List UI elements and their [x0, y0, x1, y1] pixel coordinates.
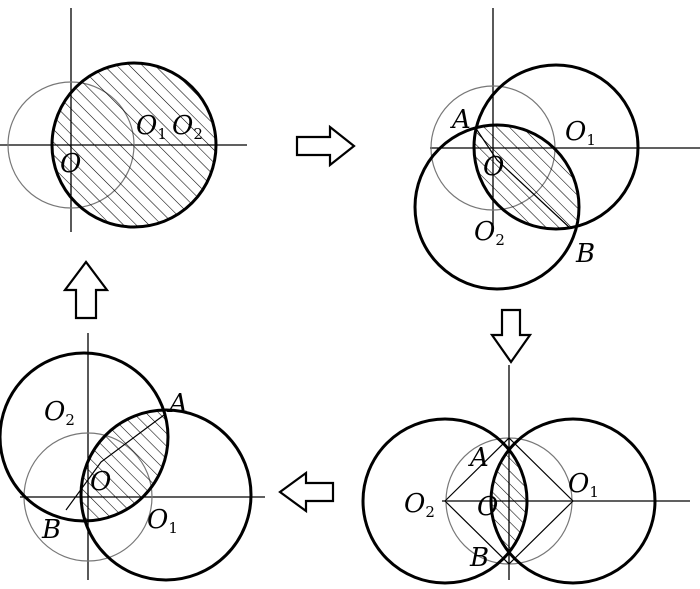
circle-o1 — [472, 63, 640, 231]
label-o2: O2 — [404, 489, 435, 521]
label-o2: O2 — [474, 217, 505, 249]
label-o: O — [477, 492, 498, 522]
panel-top-left: O O1 O2 — [0, 8, 247, 232]
label-b: B — [469, 543, 489, 573]
label-o2: O2 — [172, 111, 203, 143]
rhombus-chords — [444, 437, 574, 565]
circle-o1 — [79, 408, 253, 582]
panel-bottom-left: O2 A O B O1 — [0, 333, 265, 582]
label-o1: O1 — [136, 111, 167, 143]
label-o1: O1 — [565, 117, 596, 149]
label-o: O — [60, 149, 81, 179]
arrow-up-icon — [62, 260, 110, 320]
label-a: A — [468, 443, 489, 473]
label-o: O — [483, 152, 504, 182]
chord-lines — [476, 129, 571, 229]
label-o1: O1 — [568, 469, 599, 501]
panel-top-right: A O O1 O2 B — [413, 8, 700, 291]
arrow-down-icon — [489, 308, 533, 364]
label-o2: O2 — [44, 397, 75, 429]
label-b: B — [575, 239, 595, 269]
circle-o2 — [361, 417, 529, 585]
label-o1: O1 — [147, 505, 178, 537]
label-o: O — [90, 467, 111, 497]
circle-o2 — [413, 123, 581, 291]
chord-lines — [65, 414, 165, 511]
arrow-left-icon — [278, 470, 335, 514]
panel-bottom-right: A O2 O O1 B — [361, 365, 690, 585]
label-b: B — [41, 515, 61, 545]
circle-o1 — [489, 417, 657, 585]
circle-o1-o2 — [50, 61, 218, 229]
label-a: A — [167, 389, 188, 419]
label-a: A — [450, 105, 471, 135]
arrow-right-icon — [295, 124, 356, 168]
shaded-region — [52, 63, 216, 227]
